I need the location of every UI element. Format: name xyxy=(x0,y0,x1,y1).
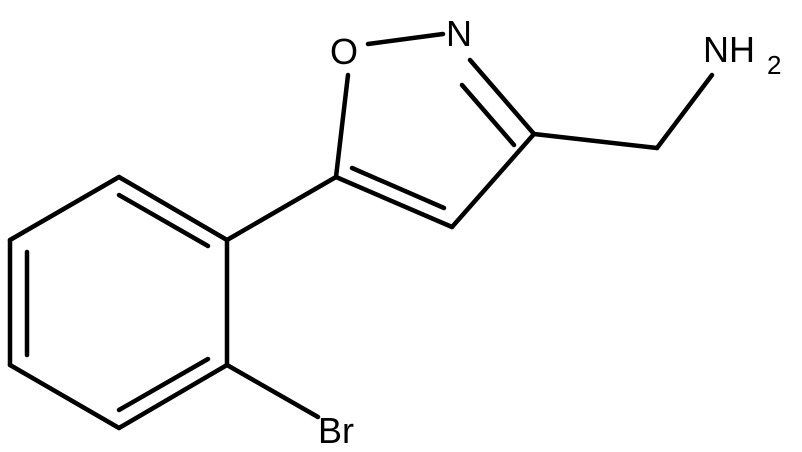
bond-n-c3-inner xyxy=(459,82,517,148)
bond-benzene-4 xyxy=(7,362,122,431)
bond-n-c3 xyxy=(467,57,537,137)
atom-amine: NH xyxy=(703,29,755,70)
bond-c4-c5-inner xyxy=(349,165,447,211)
bond-c3-ch2 xyxy=(531,131,660,151)
bond-benzene-2 xyxy=(7,174,122,243)
bond-benzene-1-inner xyxy=(116,192,211,249)
atom-amine-subscript: 2 xyxy=(767,50,781,80)
bond-benzene-5 xyxy=(116,362,230,431)
bond-c5-phenyl xyxy=(224,174,339,243)
atom-bromine: Br xyxy=(318,410,354,451)
bond-c4-c5 xyxy=(333,174,455,230)
atom-oxygen: O xyxy=(330,31,358,72)
bond-ch2-n xyxy=(654,72,715,151)
bond-c3-c4 xyxy=(449,131,537,230)
atom-nitrogen: N xyxy=(446,13,472,54)
bond-o-n xyxy=(365,31,446,47)
bond-benzene-1 xyxy=(116,174,230,243)
bond-c-br xyxy=(224,362,321,420)
bond-c5-o xyxy=(333,72,351,180)
bond-benzene-5-inner xyxy=(116,356,211,413)
